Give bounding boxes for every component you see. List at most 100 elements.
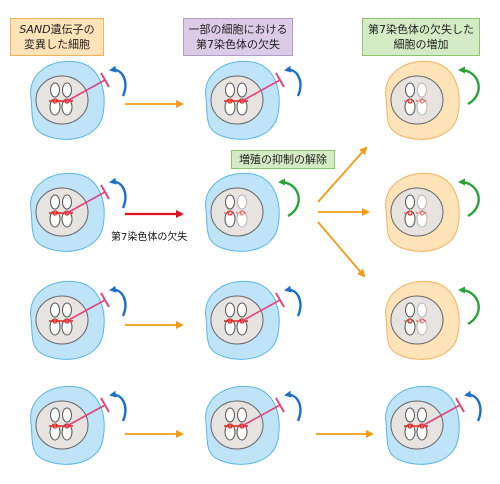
chromosome-arm	[417, 407, 427, 423]
growth-arrow	[458, 286, 480, 326]
cell-nucleus	[35, 75, 89, 125]
header-mutant-cells: SAND遺伝子の 変異した細胞	[10, 18, 104, 56]
header-mutant-italic: SAND	[19, 23, 51, 36]
cell-nucleus	[35, 400, 89, 450]
mutation-site	[239, 210, 245, 216]
mutation-site	[52, 318, 58, 324]
cell-nucleus	[210, 295, 264, 345]
chromosome-arm	[237, 82, 247, 98]
progression-arrow	[317, 146, 368, 203]
inhibitor-bar	[275, 292, 285, 308]
cell-mutant	[205, 385, 302, 465]
chromosome-arm	[417, 194, 427, 210]
inhibitor-bar	[100, 292, 110, 308]
growth-arrow	[458, 178, 480, 218]
progression-arrow	[317, 221, 366, 278]
mutation-site	[239, 98, 245, 104]
chromosome-arm	[417, 302, 427, 318]
growth-arrow	[458, 66, 480, 106]
inhibitor-line	[241, 404, 281, 427]
inhibitor-bar	[100, 184, 110, 200]
flow-arrows-layer	[125, 100, 374, 438]
header-increase-line1: 第7染色体の欠失した	[368, 23, 474, 36]
inhibitor-bar	[100, 72, 110, 88]
inhibited-growth-arrow	[284, 285, 302, 317]
inhibitor-line	[66, 404, 106, 427]
chromosome-arm	[405, 194, 415, 210]
chromosome-arm	[237, 407, 247, 423]
mutation-site	[419, 98, 425, 104]
cell-mutant	[30, 60, 127, 140]
inhibited-growth-arrow	[109, 285, 127, 317]
chromosome-arm	[50, 302, 60, 318]
mutation-site	[239, 423, 245, 429]
cell-nucleus	[390, 75, 444, 125]
mutation-site	[407, 423, 413, 429]
chromosome-arm	[405, 407, 415, 423]
mutation-site	[52, 210, 58, 216]
inhibited-growth-arrow	[464, 390, 482, 422]
header-mutant-line2: 変異した細胞	[24, 38, 90, 51]
header-mutant-line1: 遺伝子の	[50, 23, 95, 36]
mutation-site	[227, 210, 233, 216]
inhibitor-line	[66, 79, 106, 102]
header-partial-line2: 第7染色体の欠失	[196, 38, 280, 51]
mutation-site	[227, 318, 233, 324]
mutation-site	[407, 318, 413, 324]
cells-layer	[30, 60, 482, 465]
cell-mutant	[205, 280, 302, 360]
cell-mutant	[385, 385, 482, 465]
mutation-site	[64, 318, 70, 324]
cell-nucleus	[35, 187, 89, 237]
inhibited-growth-arrow	[109, 65, 127, 97]
label-release-text: 増殖の抑制の解除	[239, 153, 327, 166]
mutation-site	[52, 423, 58, 429]
chromosome-arm	[62, 302, 72, 318]
cell-grown	[385, 172, 480, 252]
mutation-site	[419, 318, 425, 324]
cell-nucleus	[210, 400, 264, 450]
chromosome-arm	[405, 302, 415, 318]
header-partial-loss: 一部の細胞における 第7染色体の欠失	[183, 18, 293, 56]
inhibitor-line	[66, 191, 106, 214]
inhibitor-line	[241, 299, 281, 322]
cell-lost	[205, 172, 300, 252]
mutation-site	[239, 318, 245, 324]
cell-nucleus	[390, 295, 444, 345]
chromosome-arm	[417, 82, 427, 98]
chromosome-arm	[50, 82, 60, 98]
chromosome-arm	[62, 407, 72, 423]
chromosome-arm	[62, 194, 72, 210]
chromosome-arm	[62, 82, 72, 98]
mutation-site	[227, 98, 233, 104]
inhibitor-bar	[100, 397, 110, 413]
growth-arrow	[278, 178, 300, 218]
inhibitor-bar	[275, 72, 285, 88]
inhibited-growth-arrow	[109, 390, 127, 422]
cell-nucleus	[35, 295, 89, 345]
cell-nucleus	[390, 187, 444, 237]
cell-grown	[385, 60, 480, 140]
cell-nucleus	[210, 75, 264, 125]
chromosome-arm	[225, 302, 235, 318]
chromosome-arm	[405, 82, 415, 98]
mutation-site	[64, 423, 70, 429]
chromosome-arm	[237, 194, 247, 210]
chromosome-arm	[50, 407, 60, 423]
cell-grown	[385, 280, 480, 360]
inhibitor-bar	[275, 397, 285, 413]
mutation-site	[419, 210, 425, 216]
label-chromosome-deletion: 第7染色体の欠失	[111, 232, 188, 243]
chromosome-arm	[50, 194, 60, 210]
cell-mutant	[30, 280, 127, 360]
header-partial-line1: 一部の細胞における	[188, 23, 288, 36]
chromosome-arm	[225, 407, 235, 423]
mutation-site	[419, 423, 425, 429]
cell-nucleus	[210, 187, 264, 237]
inhibited-growth-arrow	[284, 65, 302, 97]
inhibitor-line	[66, 299, 106, 322]
mutation-site	[407, 98, 413, 104]
header-increase: 第7染色体の欠失した 細胞の増加	[362, 18, 480, 56]
